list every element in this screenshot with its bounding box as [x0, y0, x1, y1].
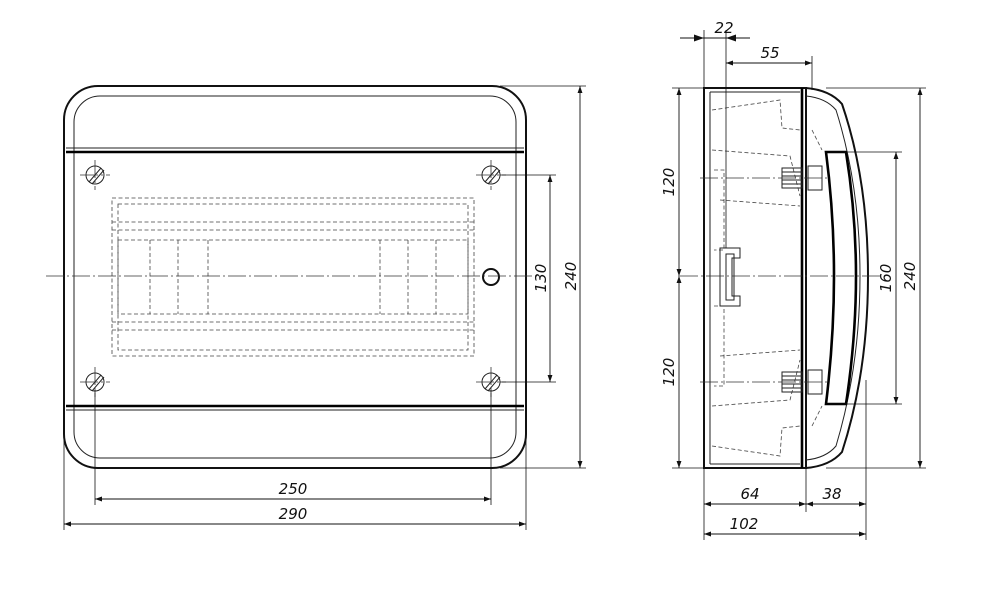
dim-290-label: 290: [279, 505, 308, 523]
dim-130-label: 130: [532, 264, 550, 293]
dim-160-label: 160: [877, 264, 895, 293]
dim-102-label: 102: [730, 515, 759, 533]
dim-64-label: 64: [740, 485, 759, 503]
base-body-outline: [703, 87, 807, 469]
dim-250-label: 250: [279, 480, 308, 498]
dim-38-label: 38: [822, 485, 841, 503]
dim-240-side-label: 240: [901, 262, 919, 291]
enclosure-outer-outline: [63, 85, 527, 469]
dim-120-bottom-label: 120: [660, 358, 678, 387]
cover-outline: [805, 87, 870, 469]
dim-22-label: 22: [714, 19, 733, 37]
dim-120-top-label: 120: [660, 168, 678, 197]
dim-240-label: 240: [562, 262, 580, 291]
door-outline: [824, 150, 858, 406]
latch-icon: [482, 268, 500, 286]
side-view: 22 55 120 120 160 240 64 38 10: [660, 19, 926, 540]
dim-55-label: 55: [760, 44, 779, 62]
din-rail: [719, 247, 741, 307]
front-view: 250 290 130 240: [46, 85, 586, 530]
enclosure-inner-outline: [73, 95, 517, 459]
din-rail-hidden: [117, 239, 469, 315]
screw-icon: [80, 160, 110, 190]
screw-icon: [80, 367, 110, 397]
